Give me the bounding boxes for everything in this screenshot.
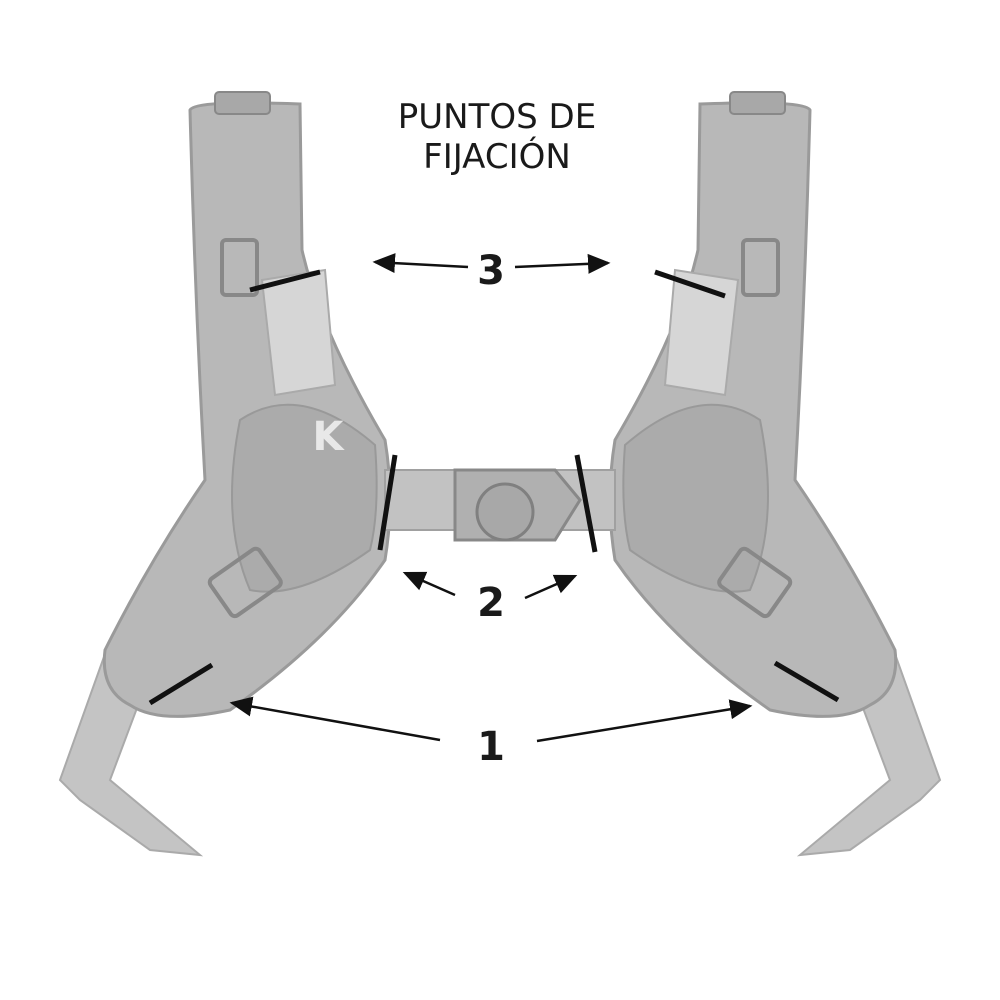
marker-1-left bbox=[148, 662, 214, 706]
arrow-1-left bbox=[229, 696, 441, 742]
point-label-1: 1 bbox=[477, 724, 505, 770]
brand-logo: K bbox=[313, 414, 346, 460]
marker-3-left bbox=[249, 269, 321, 293]
point-label-3: 3 bbox=[477, 248, 505, 294]
marker-2-right bbox=[574, 454, 598, 553]
point-label-2: 2 bbox=[477, 580, 505, 626]
left-shoulder-strap bbox=[58, 90, 392, 857]
right-shoulder-strap bbox=[608, 90, 942, 857]
attachment-markers bbox=[148, 269, 840, 706]
arrow-2-right bbox=[524, 574, 578, 600]
arrow-1-right bbox=[536, 699, 753, 743]
title-line-1: PUNTOS DE bbox=[398, 97, 596, 137]
arrow-3-right bbox=[514, 253, 611, 274]
title-line-2: FIJACIÓN bbox=[423, 136, 571, 177]
arrow-3-left bbox=[372, 253, 469, 274]
marker-3-right bbox=[654, 269, 726, 299]
arrow-2-left bbox=[402, 571, 456, 597]
marker-1-right bbox=[773, 660, 840, 703]
sternum-buckle bbox=[384, 468, 616, 542]
arrows bbox=[229, 253, 753, 743]
marker-2-left bbox=[377, 454, 398, 551]
